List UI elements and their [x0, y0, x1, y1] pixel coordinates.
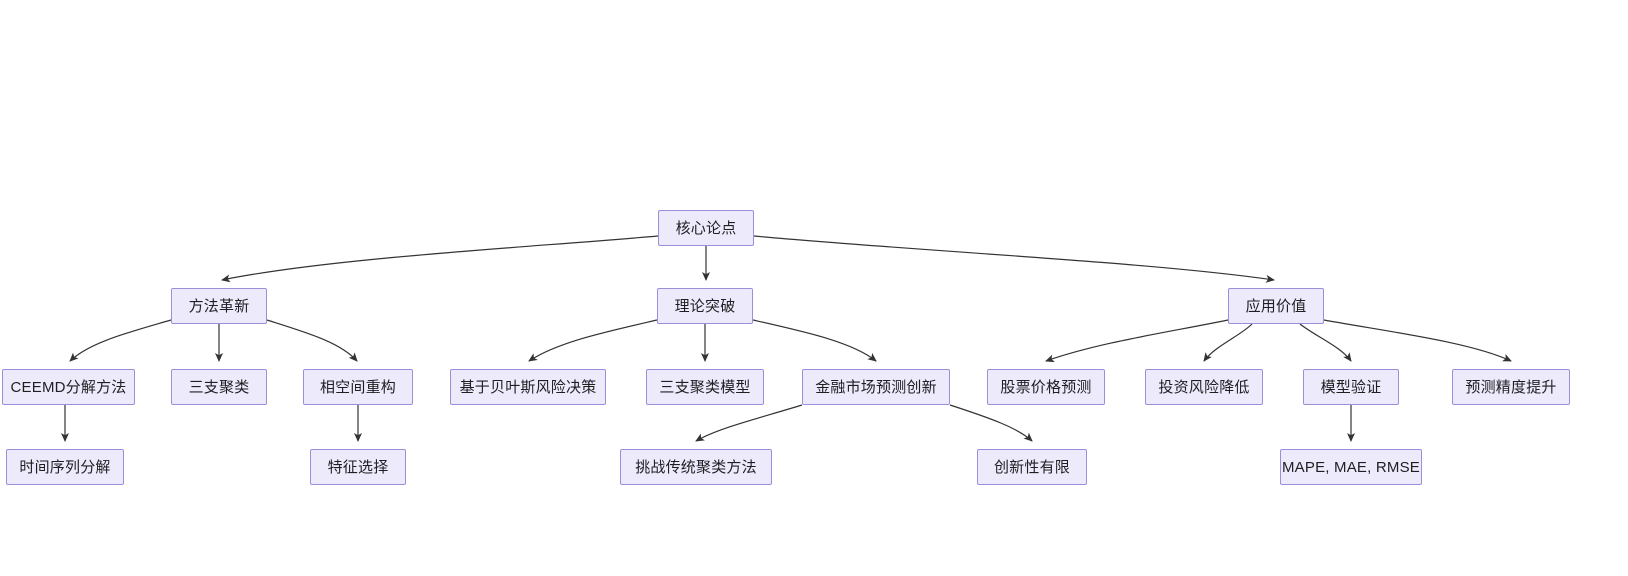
node-metrics[interactable]: MAPE, MAE, RMSE: [1280, 449, 1422, 485]
edge-theory-to-finance: [752, 319, 877, 362]
node-label-tsdecomp: 时间序列分解: [19, 458, 111, 476]
node-verify[interactable]: 模型验证: [1303, 369, 1399, 405]
node-limited[interactable]: 创新性有限: [977, 449, 1087, 485]
node-label-threemodel: 三支聚类模型: [659, 378, 751, 396]
node-root[interactable]: 核心论点: [658, 210, 754, 246]
node-accuracy[interactable]: 预测精度提升: [1452, 369, 1570, 405]
node-finance[interactable]: 金融市场预测创新: [802, 369, 950, 405]
node-label-accuracy: 预测精度提升: [1465, 378, 1557, 396]
node-label-root: 核心论点: [675, 219, 737, 237]
node-label-theory: 理论突破: [674, 297, 736, 315]
node-label-challenge: 挑战传统聚类方法: [635, 458, 757, 476]
node-label-method: 方法革新: [188, 297, 250, 315]
node-tsdecomp[interactable]: 时间序列分解: [6, 449, 124, 485]
node-label-limited: 创新性有限: [993, 458, 1070, 476]
node-label-stock: 股票价格预测: [1000, 378, 1092, 396]
edge-theory-to-bayes: [528, 319, 658, 362]
node-label-verify: 模型验证: [1320, 378, 1382, 396]
node-ceemd[interactable]: CEEMD分解方法: [2, 369, 135, 405]
edge-method-to-ceemd: [69, 319, 172, 362]
edge-group: [61, 235, 1512, 442]
node-label-feature: 特征选择: [327, 458, 389, 476]
node-label-ceemd: CEEMD分解方法: [10, 378, 127, 396]
node-label-risk: 投资风险降低: [1158, 378, 1250, 396]
node-stock[interactable]: 股票价格预测: [987, 369, 1105, 405]
edge-finance-to-challenge: [695, 404, 803, 442]
node-phase[interactable]: 相空间重构: [303, 369, 413, 405]
node-label-bayes: 基于贝叶斯风险决策: [459, 378, 597, 396]
node-feature[interactable]: 特征选择: [310, 449, 406, 485]
node-label-value: 应用价值: [1245, 297, 1307, 315]
node-method[interactable]: 方法革新: [171, 288, 267, 324]
edge-value-to-stock: [1045, 319, 1229, 363]
edge-value-to-verify: [1299, 323, 1352, 362]
node-theory[interactable]: 理论突破: [657, 288, 753, 324]
node-threeway[interactable]: 三支聚类: [171, 369, 267, 405]
node-label-threeway: 三支聚类: [188, 378, 250, 396]
node-label-finance: 金融市场预测创新: [815, 378, 937, 396]
edge-value-to-risk: [1203, 323, 1253, 362]
edge-root-to-value: [753, 235, 1275, 283]
edge-root-to-method: [221, 235, 659, 283]
edge-value-to-accuracy: [1323, 319, 1512, 362]
node-risk[interactable]: 投资风险降低: [1145, 369, 1263, 405]
node-bayes[interactable]: 基于贝叶斯风险决策: [450, 369, 606, 405]
node-value[interactable]: 应用价值: [1228, 288, 1324, 324]
node-threemodel[interactable]: 三支聚类模型: [646, 369, 764, 405]
node-challenge[interactable]: 挑战传统聚类方法: [620, 449, 772, 485]
edge-method-to-phase: [266, 319, 358, 362]
node-label-metrics: MAPE, MAE, RMSE: [1281, 458, 1421, 476]
node-label-phase: 相空间重构: [319, 378, 396, 396]
edge-finance-to-limited: [949, 404, 1033, 442]
